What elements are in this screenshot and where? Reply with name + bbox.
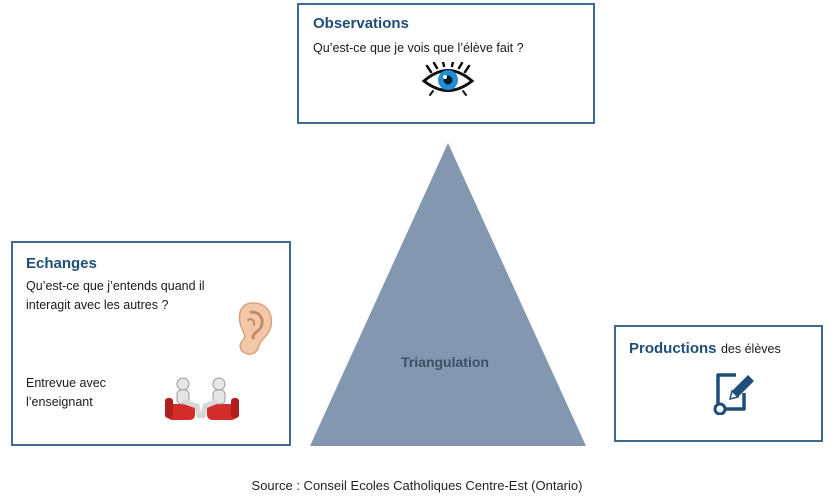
echanges-question: Qu’est-ce que j’entends quand il interag… (26, 279, 205, 312)
echanges-title: Echanges (26, 255, 97, 272)
edit-document-icon (713, 373, 754, 415)
observations-box: Observations Qu’est-ce que je vois que l… (297, 3, 595, 124)
source-caption: Source : Conseil Ecoles Catholiques Cent… (251, 478, 583, 493)
ear-icon (238, 302, 273, 355)
people-meeting-icon (165, 377, 239, 420)
productions-title: Productions (629, 340, 717, 357)
productions-box: Productions des élèves (614, 325, 823, 442)
observations-question: Qu’est-ce que je vois que l’élève fait ? (313, 41, 524, 55)
triangulation-label: Triangulation (401, 354, 489, 370)
productions-subtitle: des élèves (720, 342, 781, 356)
eye-icon (421, 62, 475, 96)
interview-text: Entrevue avec l’enseignant (26, 376, 106, 409)
echanges-box: Echanges Qu’est-ce que j’entends quand i… (11, 241, 291, 446)
productions-heading: Productions des élèves (629, 340, 781, 358)
triangulation-triangle (310, 143, 586, 446)
observations-title: Observations (313, 15, 409, 32)
